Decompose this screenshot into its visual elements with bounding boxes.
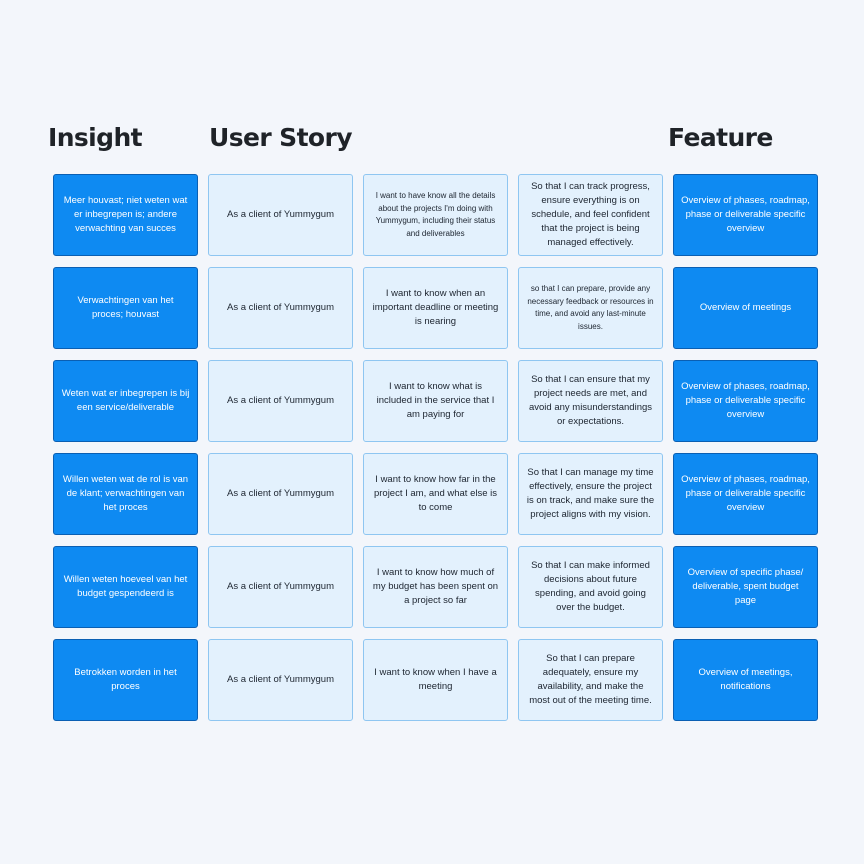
feature-card-text: Overview of phases, roadmap, phase or de…	[681, 195, 810, 234]
feature-card-text: Overview of meetings, notifications	[698, 667, 793, 692]
insight-card-text: Willen weten wat de rol is van de klant;…	[62, 474, 189, 513]
so-that-card-text: So that I can prepare adequately, ensure…	[529, 653, 652, 706]
feature-card: Overview of phases, roadmap, phase or de…	[673, 360, 818, 442]
insight-card-text: Willen weten hoeveel van het budget gesp…	[63, 574, 188, 599]
feature-card: Overview of specific phase/ deliverable,…	[673, 546, 818, 628]
feature-card: Overview of phases, roadmap, phase or de…	[673, 453, 818, 535]
want-card: I want to know how much of my budget has…	[363, 546, 508, 628]
insight-card: Betrokken worden in het proces	[53, 639, 198, 721]
persona-card: As a client of Yummygum	[208, 360, 353, 442]
user-story-column-heading: User Story	[209, 123, 353, 152]
so-that-card: So that I can manage my time effectively…	[518, 453, 663, 535]
want-card-text: I want to know when an important deadlin…	[372, 288, 499, 327]
want-card: I want to know when an important deadlin…	[363, 267, 508, 349]
persona-card-text: As a client of Yummygum	[226, 488, 334, 499]
persona-card: As a client of Yummygum	[208, 639, 353, 721]
persona-card: As a client of Yummygum	[208, 546, 353, 628]
insight-card: Weten wat er inbegrepen is bij een servi…	[53, 360, 198, 442]
story-map-grid: Meer houvast; niet weten wat er inbegrep…	[53, 174, 818, 721]
so-that-card-text: So that I can make informed decisions ab…	[531, 560, 650, 613]
so-that-card: So that I can track progress, ensure eve…	[518, 174, 663, 256]
insight-column-heading: Insight	[48, 123, 143, 152]
feature-card-text: Overview of specific phase/ deliverable,…	[687, 567, 804, 606]
feature-card: Overview of phases, roadmap, phase or de…	[673, 174, 818, 256]
so-that-card-text: So that I can ensure that my project nee…	[528, 374, 653, 427]
insight-card: Willen weten wat de rol is van de klant;…	[53, 453, 198, 535]
insight-card: Verwachtingen van het proces; houvast	[53, 267, 198, 349]
persona-card: As a client of Yummygum	[208, 174, 353, 256]
persona-card-text: As a client of Yummygum	[226, 302, 334, 313]
insight-card: Meer houvast; niet weten wat er inbegrep…	[53, 174, 198, 256]
feature-card: Overview of meetings	[673, 267, 818, 349]
want-card-text: I want to know what is included in the s…	[376, 381, 495, 420]
persona-card-text: As a client of Yummygum	[226, 395, 334, 406]
so-that-card: So that I can ensure that my project nee…	[518, 360, 663, 442]
so-that-card-text: So that I can track progress, ensure eve…	[531, 181, 650, 248]
insight-card-text: Verwachtingen van het proces; houvast	[77, 295, 174, 320]
so-that-card: So that I can prepare adequately, ensure…	[518, 639, 663, 721]
want-card-text: I want to know how far in the project I …	[373, 474, 498, 513]
want-card: I want to know how far in the project I …	[363, 453, 508, 535]
insight-card-text: Betrokken worden in het proces	[74, 667, 177, 692]
feature-card: Overview of meetings, notifications	[673, 639, 818, 721]
feature-card-text: Overview of meetings	[699, 302, 792, 313]
persona-card: As a client of Yummygum	[208, 267, 353, 349]
want-card: I want to know when I have a meeting	[363, 639, 508, 721]
want-card: I want to have know all the details abou…	[363, 174, 508, 256]
persona-card-text: As a client of Yummygum	[226, 581, 334, 592]
feature-card-text: Overview of phases, roadmap, phase or de…	[681, 381, 810, 420]
so-that-card-text: so that I can prepare, provide any neces…	[527, 284, 654, 331]
persona-card-text: As a client of Yummygum	[226, 209, 334, 220]
feature-card-text: Overview of phases, roadmap, phase or de…	[681, 474, 810, 513]
want-card-text: I want to have know all the details abou…	[375, 191, 496, 238]
feature-column-heading: Feature	[668, 123, 773, 152]
want-card-text: I want to know how much of my budget has…	[372, 567, 499, 606]
want-card: I want to know what is included in the s…	[363, 360, 508, 442]
insight-card: Willen weten hoeveel van het budget gesp…	[53, 546, 198, 628]
want-card-text: I want to know when I have a meeting	[374, 667, 497, 692]
persona-card: As a client of Yummygum	[208, 453, 353, 535]
so-that-card: So that I can make informed decisions ab…	[518, 546, 663, 628]
insight-card-text: Meer houvast; niet weten wat er inbegrep…	[63, 195, 188, 234]
insight-card-text: Weten wat er inbegrepen is bij een servi…	[61, 388, 190, 413]
so-that-card: so that I can prepare, provide any neces…	[518, 267, 663, 349]
persona-card-text: As a client of Yummygum	[226, 674, 334, 685]
so-that-card-text: So that I can manage my time effectively…	[526, 467, 655, 520]
